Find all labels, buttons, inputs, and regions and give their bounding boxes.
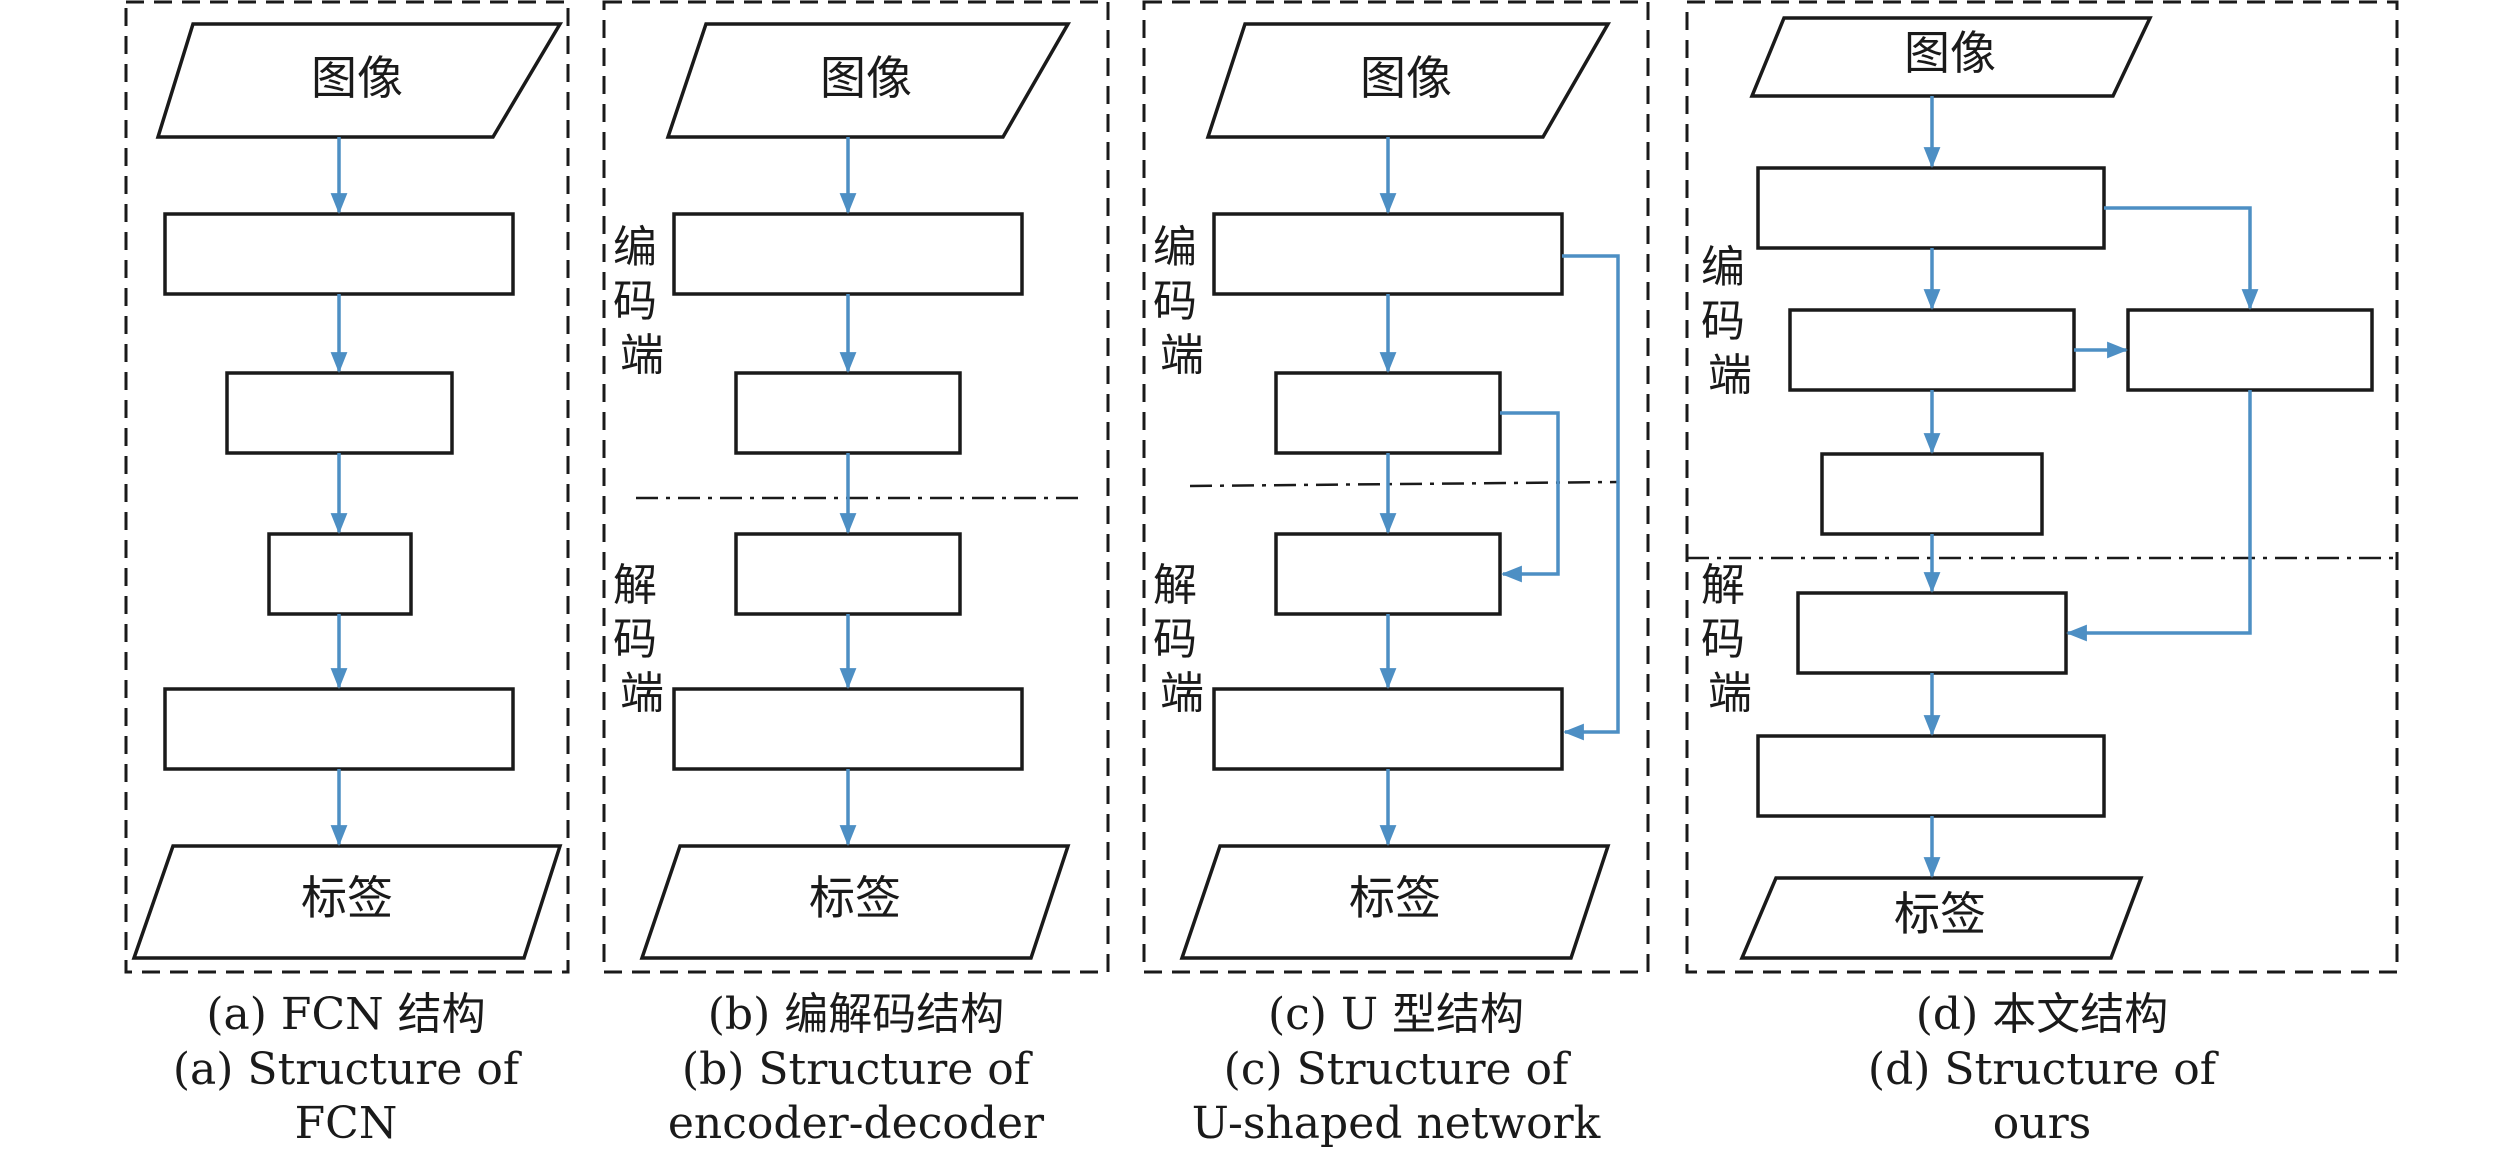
panel-a-layer-2: [225, 371, 454, 455]
panel-c-encoder-layer-1: [1212, 212, 1564, 296]
panel-b-output-label: 标签: [809, 871, 901, 925]
panel-a-input-node: [155, 22, 564, 139]
panel-c-input-node: [1205, 22, 1612, 139]
panel-d-encoder-layer-2: [1788, 308, 2076, 392]
panel-d-encoder-char-2: 码: [1701, 296, 1745, 347]
panel-d-encoder-label: 编 码 端: [1701, 242, 1759, 401]
panel-b-encoder-char-3: 端: [620, 330, 664, 381]
panel-a-input-label: 图像: [311, 51, 403, 105]
panel-c-decoder-layer-2: [1212, 687, 1564, 771]
panel-b-encoder-layer-2: [734, 371, 962, 455]
panel-b-decoder-layer-2: [672, 687, 1024, 771]
panel-d-input-node: [1749, 16, 2153, 98]
caption-c-zh: (c) U 型结构: [1268, 989, 1524, 1040]
caption-d-en-line-2: ours: [1993, 1098, 2091, 1149]
panel-d-encoder-char-1: 编: [1701, 242, 1745, 293]
panel-b-decoder-char-3: 端: [620, 668, 664, 719]
panel-b-encoder-char-2: 码: [613, 276, 657, 327]
panel-b-frame: [602, 0, 1110, 974]
panel-a-frame: [124, 0, 570, 974]
panel-b-input-label: 图像: [820, 51, 912, 105]
panel-a-layer-3: [267, 532, 413, 616]
panel-d-encoder-layer-3: [1820, 452, 2044, 536]
panel-c-encoder-decoder-divider: [1189, 480, 1619, 488]
panel-d-output-node: [1739, 876, 2144, 960]
panel-c-encoder-char-2: 码: [1153, 276, 1197, 327]
panel-c-decoder-layer-1: [1274, 532, 1502, 616]
panel-b-output-node: [639, 844, 1071, 960]
panel-c-skip-connection-outer: [1562, 254, 1620, 741]
panel-a-fcn: 图像 标签: [124, 0, 570, 974]
panel-b-input-node: [665, 22, 1072, 139]
panel-b-encoder-char-1: 编: [613, 222, 657, 273]
panel-b-decoder-label: 解 码 端: [613, 560, 671, 719]
caption-a-zh: (a) FCN 结构: [206, 989, 485, 1040]
panel-b-decoder-char-2: 码: [613, 614, 657, 665]
panel-d-decoder-char-3: 端: [1708, 668, 1752, 719]
panel-d-encoder-char-3: 端: [1708, 350, 1752, 401]
panel-a-output-label: 标签: [301, 871, 393, 925]
panel-c-decoder-label: 解 码 端: [1153, 560, 1211, 719]
panel-d-ours: 图像 编 码 端 解 码 端 标签: [1685, 0, 2399, 974]
caption-c-en-line-1: (c) Structure of: [1224, 1044, 1571, 1095]
panel-c-encoder-label: 编 码 端: [1153, 222, 1211, 381]
caption-d-zh: (d) 本文结构: [1916, 989, 2168, 1040]
panel-d-decoder-label: 解 码 端: [1701, 560, 1759, 719]
panel-a-layer-4: [163, 687, 515, 771]
panel-c-encoder-char-1: 编: [1153, 222, 1197, 273]
panel-b-decoder-layer-1: [734, 532, 962, 616]
panel-d-output-label: 标签: [1894, 887, 1986, 941]
panel-c-decoder-char-1: 解: [1153, 560, 1197, 611]
panel-c-u-shaped: 图像 编 码 端 解 码 端 标签: [1142, 0, 1650, 974]
caption-a-en-line-1: (a) Structure of: [173, 1044, 522, 1095]
panel-c-skip-connection-inner: [1500, 411, 1560, 583]
caption-b-zh: (b) 编解码结构: [708, 989, 1004, 1040]
panel-a-layer-1: [163, 212, 515, 296]
caption-b-en-line-2: encoder-decoder: [668, 1098, 1045, 1149]
panel-c-encoder-char-3: 端: [1160, 330, 1204, 381]
panel-c-encoder-layer-2: [1274, 371, 1502, 455]
panel-c-decoder-char-2: 码: [1153, 614, 1197, 665]
panel-d-encoder-layer-1: [1756, 166, 2106, 250]
caption-c-en-line-2: U-shaped network: [1192, 1098, 1601, 1149]
panel-c-input-label: 图像: [1360, 51, 1452, 105]
caption-a-en-line-2: FCN: [295, 1098, 398, 1149]
panel-c-decoder-char-3: 端: [1160, 668, 1204, 719]
panel-c-frame: [1142, 0, 1650, 974]
panel-b-encoder-label: 编 码 端: [613, 222, 671, 381]
panel-b-encoder-decoder: 图像 编 码 端 解 码 端 标签: [602, 0, 1110, 974]
panel-c-output-label: 标签: [1349, 871, 1441, 925]
panel-d-branch-input-connection: [2104, 206, 2259, 311]
panel-d-input-label: 图像: [1904, 26, 1996, 80]
panel-b-encoder-layer-1: [672, 212, 1024, 296]
panel-d-decoder-char-1: 解: [1701, 560, 1745, 611]
caption-d-en-line-1: (d) Structure of: [1868, 1044, 2219, 1095]
panel-b-decoder-char-1: 解: [613, 560, 657, 611]
panel-c-output-node: [1179, 844, 1611, 960]
panel-d-decoder-char-2: 码: [1701, 614, 1745, 665]
panel-d-decoder-layer-1: [1796, 591, 2068, 675]
panel-d-branch-layer: [2126, 308, 2374, 392]
panel-d-decoder-layer-2: [1756, 734, 2106, 818]
captions: (a) FCN 结构 (a) Structure of FCN (b) 编解码结…: [173, 989, 2219, 1149]
panel-d-branch-output-connection: [2065, 390, 2252, 642]
caption-b-en-line-1: (b) Structure of: [682, 1044, 1033, 1095]
panel-a-output-node: [131, 844, 563, 960]
